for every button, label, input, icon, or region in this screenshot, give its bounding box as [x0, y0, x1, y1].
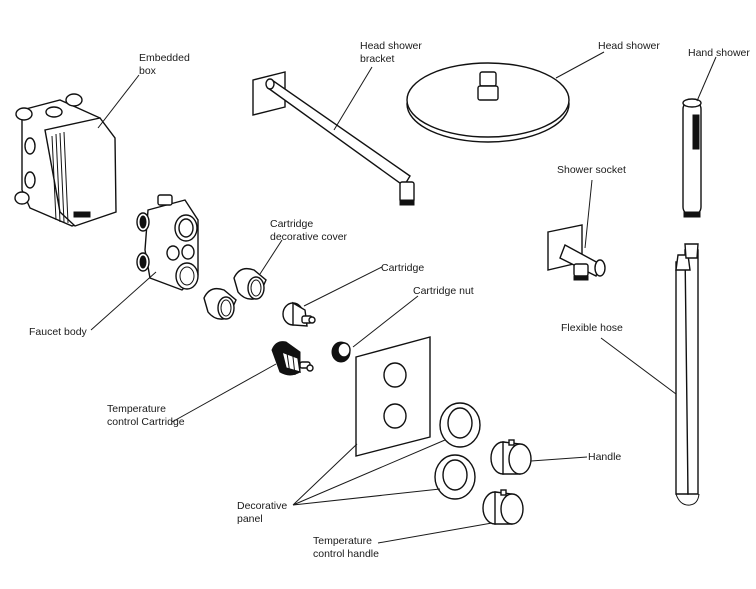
label-head-shower-bracket: Head shower bracket — [360, 40, 422, 65]
faucet-body-part — [136, 194, 199, 291]
leader-cartridge-decorative-cover — [259, 239, 283, 275]
temperature-control-cartridge-part — [271, 341, 314, 376]
leader-cartridge — [303, 266, 383, 307]
label-decorative-panel: Decorative panel — [237, 500, 288, 525]
leader-decorative-panel — [292, 439, 446, 506]
hand-shower-part — [682, 98, 702, 218]
flexible-hose-part — [675, 243, 700, 506]
label-temperature-control-cartridge: Temperature control Cartridge — [107, 403, 185, 428]
handle-part — [482, 439, 532, 525]
label-cartridge-nut: Cartridge nut — [413, 285, 474, 297]
leader-embedded-box — [97, 74, 140, 129]
label-embedded-box: Embedded box — [139, 52, 190, 77]
decorative-panel-part — [355, 336, 481, 500]
leader-cartridge-nut — [352, 295, 419, 348]
leader-faucet-body — [90, 271, 157, 331]
leader-flexible-hose — [600, 337, 677, 395]
label-cartridge: Cartridge — [381, 262, 425, 274]
leader-temperature-control-handle — [377, 522, 493, 544]
label-head-shower: Head shower — [598, 40, 660, 52]
cartridge-nut-part — [331, 341, 351, 363]
leader-shower-socket — [584, 179, 593, 249]
label-hand-shower: Hand shower — [688, 47, 750, 59]
label-flexible-hose: Flexible hose — [561, 322, 623, 334]
label-temperature-control-handle: Temperature control handle — [313, 535, 379, 560]
leader-head-shower-bracket — [333, 66, 373, 131]
label-handle: Handle — [588, 451, 622, 463]
label-faucet-body: Faucet body — [29, 326, 87, 338]
shower-socket-part — [547, 224, 606, 281]
head-shower-part — [406, 62, 570, 143]
embedded-box-part — [14, 93, 117, 227]
leader-handle — [530, 456, 588, 462]
head-shower-bracket-part — [252, 71, 415, 206]
leader-hand-shower — [696, 56, 717, 102]
label-shower-socket: Shower socket — [557, 164, 626, 176]
cartridge-part — [282, 301, 316, 327]
label-cartridge-decorative-cover: Cartridge decorative cover — [270, 218, 348, 243]
leader-temperature-control-cartridge — [171, 363, 277, 423]
cartridge-decorative-cover-part — [203, 267, 267, 320]
leader-head-shower — [555, 51, 605, 79]
